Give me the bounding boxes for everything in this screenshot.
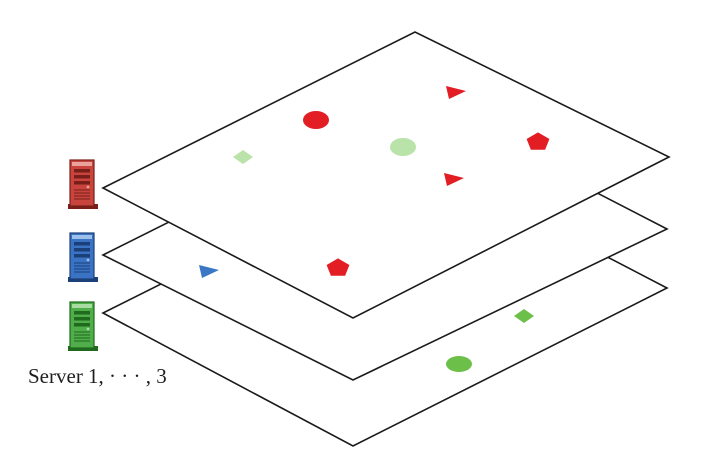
red-pentagon bbox=[326, 258, 350, 276]
server-icon bbox=[68, 159, 98, 209]
green-circle bbox=[446, 356, 472, 372]
server-icons bbox=[68, 159, 98, 351]
red-pentagon bbox=[526, 132, 550, 150]
blue-triangle bbox=[199, 265, 219, 278]
server-icon bbox=[68, 232, 98, 282]
green-diamond bbox=[514, 309, 534, 323]
layer-server-1 bbox=[101, 31, 671, 319]
red-circle bbox=[303, 111, 329, 129]
plane bbox=[101, 31, 671, 319]
red-triangle bbox=[444, 173, 464, 186]
light-green-diamond bbox=[233, 150, 253, 164]
server-caption: Server 1, · · · , 3 bbox=[28, 364, 167, 388]
light-green-circle bbox=[390, 138, 416, 156]
red-triangle bbox=[446, 86, 466, 99]
server-icon bbox=[68, 301, 98, 351]
server-planes bbox=[101, 31, 671, 447]
